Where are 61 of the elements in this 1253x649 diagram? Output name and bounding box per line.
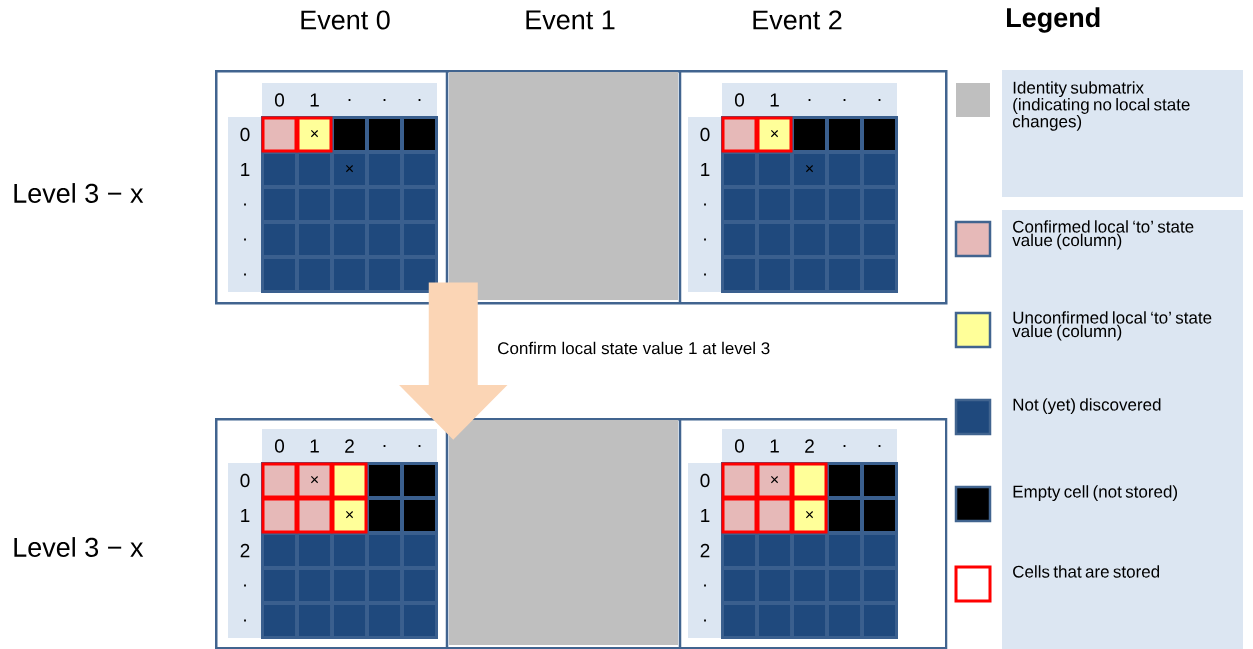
column-index: . xyxy=(383,445,386,447)
row-index: . xyxy=(244,584,246,587)
cross-mark: × xyxy=(345,165,354,173)
cross-mark: × xyxy=(310,476,319,484)
edge-label: Confirm local state value 1 at level 3 xyxy=(496,340,772,356)
column-index: 2 xyxy=(345,439,354,453)
cross-mark: × xyxy=(770,476,779,484)
column-index: 2 xyxy=(805,439,814,453)
legend-text: Not (yet) discovered xyxy=(1013,398,1161,415)
row-index: . xyxy=(704,273,706,276)
column-index: . xyxy=(418,445,421,447)
row-index: . xyxy=(704,584,706,587)
column-index: . xyxy=(808,99,811,101)
legend-text: Identity submatrix (indicating no local state changes) xyxy=(1012,81,1190,131)
row-index: . xyxy=(244,238,246,241)
column-index: . xyxy=(878,99,881,101)
row-label: Level 3 − x xyxy=(14,537,144,557)
row-index: . xyxy=(704,238,706,241)
row-index: . xyxy=(704,619,706,622)
column-index: . xyxy=(418,99,421,101)
cross-mark: × xyxy=(345,511,354,519)
legend-title: Legend xyxy=(1007,7,1100,33)
column-header: Event 2 xyxy=(753,10,842,30)
cross-mark: × xyxy=(805,165,814,173)
column-index: 0 xyxy=(734,93,745,107)
column-index: . xyxy=(843,445,846,447)
row-index: 0 xyxy=(240,127,250,142)
column-index: 0 xyxy=(734,439,745,453)
row-index: 2 xyxy=(240,543,250,558)
row-index: . xyxy=(704,203,706,206)
row-index: 2 xyxy=(700,543,710,558)
legend-text: Empty cell (not stored) xyxy=(1013,485,1178,502)
row-index: 1 xyxy=(241,508,250,523)
row-index: . xyxy=(244,273,246,276)
row-index: 1 xyxy=(701,508,710,523)
row-index: . xyxy=(244,619,246,622)
row-index: 1 xyxy=(701,162,710,177)
column-header: Event 0 xyxy=(301,10,390,30)
column-index: 0 xyxy=(274,439,285,453)
legend-text: Unconfirmed local ‘to’ state value (column) xyxy=(1012,311,1212,341)
column-index: 0 xyxy=(274,93,285,107)
row-label: Level 3 − x xyxy=(14,183,144,203)
column-index: 1 xyxy=(310,93,319,107)
column-index: . xyxy=(383,99,386,101)
row-index: 0 xyxy=(700,127,710,142)
legend-text: Confirmed local ‘to’ state value (column) xyxy=(1012,220,1194,250)
column-index: 1 xyxy=(770,93,779,107)
legend-text: Cells that are stored xyxy=(1013,565,1160,578)
cross-mark: × xyxy=(805,511,814,519)
row-index: 1 xyxy=(241,162,250,177)
column-index: . xyxy=(843,99,846,101)
column-header: Event 1 xyxy=(526,10,615,30)
cross-mark: × xyxy=(310,130,319,138)
column-index: . xyxy=(878,445,881,447)
column-index: 1 xyxy=(310,439,319,453)
column-index: . xyxy=(348,99,351,101)
cross-mark: × xyxy=(770,130,779,138)
row-index: 0 xyxy=(240,473,250,488)
row-index: . xyxy=(244,203,246,206)
column-index: 1 xyxy=(770,439,779,453)
row-index: 0 xyxy=(700,473,710,488)
